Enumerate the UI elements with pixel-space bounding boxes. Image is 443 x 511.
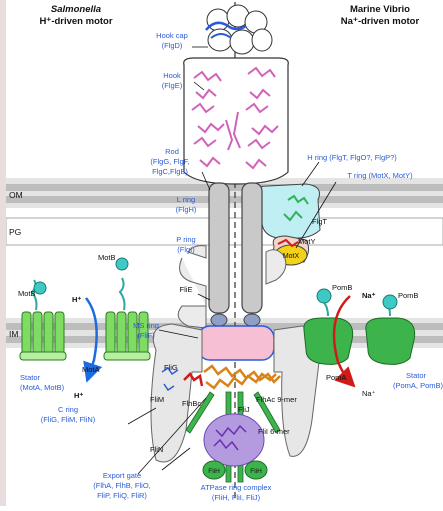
hook-cap — [206, 5, 272, 54]
label-flin: FliN — [150, 445, 163, 454]
label-hook-cap: Hook cap — [156, 31, 188, 40]
label-stator-right-proteins: (PomA, PomB) — [393, 381, 443, 390]
label-atpase-proteins: (FliH, FliI, FliJ) — [212, 493, 261, 502]
label-rod-proteins-2: FlgC,FlgB) — [152, 167, 188, 176]
label-ms-ring: MS ring — [133, 321, 159, 330]
header-left-species: Salmonella — [51, 4, 101, 15]
label-p-ring: P ring — [176, 235, 195, 244]
label-flih-right: FliH — [250, 468, 262, 475]
label-mota: MotA — [82, 365, 100, 374]
label-flig: FliG — [164, 363, 178, 372]
label-im: IM — [9, 329, 18, 339]
label-moty: MotY — [298, 237, 316, 246]
label-motx: MotX — [283, 253, 300, 260]
label-pomb-right: PomB — [398, 291, 418, 300]
flii-hexamer — [204, 414, 264, 466]
header-left-motor: H⁺-driven motor — [39, 16, 112, 27]
h-ring — [255, 184, 320, 238]
label-poma: PomA — [326, 373, 346, 382]
label-motb-top: MotB — [98, 253, 116, 262]
label-l-ring: L ring — [177, 195, 195, 204]
label-t-ring: T ring (MotX, MotY) — [347, 171, 413, 180]
label-hook-cap-protein: (FlgD) — [162, 41, 183, 50]
label-h-plus-out: H⁺ — [74, 391, 83, 400]
label-flim: FliM — [150, 395, 164, 404]
label-hook-protein: (FlgE) — [162, 81, 183, 90]
label-c-ring: C ring — [58, 405, 78, 414]
label-flgt: FlgT — [312, 217, 327, 226]
label-atpase: ATPase ring complex — [201, 483, 272, 492]
label-stator-right: Stator — [406, 371, 427, 380]
label-stator-left-proteins: (MotA, MotB) — [20, 383, 65, 392]
label-rod-proteins-1: (FlgG, FlgF, — [150, 157, 189, 166]
label-export-gate-proteins-2: FliP, FliQ, FliR) — [97, 491, 147, 500]
hook — [184, 58, 289, 184]
label-flie: FliE — [180, 285, 193, 294]
header-right-motor: Na⁺-driven motor — [341, 16, 420, 27]
label-pomb-left: PomB — [332, 283, 352, 292]
label-flij: FliJ — [238, 405, 250, 414]
label-export-gate: Export gate — [103, 471, 141, 480]
ms-ring — [198, 326, 274, 360]
label-h-plus-in: H⁺ — [72, 295, 81, 304]
label-export-gate-proteins-1: (FlhA, FlhB, FliO, — [93, 481, 151, 490]
label-c-ring-proteins: (FliG, FliM, FliN) — [41, 415, 96, 424]
c-ring-body — [151, 324, 202, 462]
figure-canvas: Salmonella H⁺-driven motor Marine Vibrio… — [6, 0, 443, 506]
label-motb-left: MotB — [18, 289, 36, 298]
label-om: OM — [9, 190, 23, 200]
label-rod: Rod — [165, 147, 179, 156]
label-pg: PG — [9, 227, 21, 237]
label-flhac: FlhAc 9-mer — [256, 395, 297, 404]
label-stator-left: Stator — [20, 373, 41, 382]
label-flih-left: FliH — [208, 468, 220, 475]
label-p-ring-protein: (FlgI) — [177, 245, 195, 254]
label-na-plus-in: Na⁺ — [362, 291, 376, 300]
header-right-species: Marine Vibrio — [350, 4, 410, 15]
label-flhbc: FlhBc — [182, 399, 201, 408]
flagellar-motor-diagram: Salmonella H⁺-driven motor Marine Vibrio… — [6, 0, 443, 506]
flhac-ring — [204, 366, 280, 388]
label-ms-ring-protein: (FliF) — [137, 331, 155, 340]
label-na-plus-out: Na⁺ — [362, 389, 376, 398]
label-flii: FliI 6-mer — [258, 427, 290, 436]
label-h-ring: H ring (FlgT, FlgO?, FlgP?) — [307, 153, 397, 162]
label-hook: Hook — [163, 71, 181, 80]
label-l-ring-protein: (FlgH) — [176, 205, 197, 214]
